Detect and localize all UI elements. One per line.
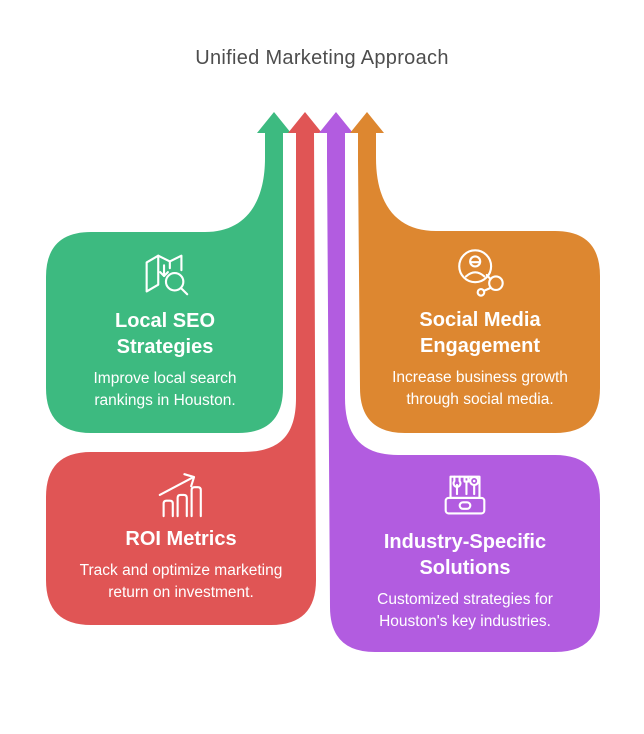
card-description-roi-metrics: Track and optimize marketing return on i… xyxy=(79,562,283,601)
social-network-person-icon xyxy=(449,246,511,302)
map-search-icon xyxy=(134,247,196,303)
card-title-local-seo: Local SEO Strategies xyxy=(114,310,216,358)
industry-flow-shape xyxy=(319,112,600,652)
card-description-local-seo: Improve local search rankings in Houston… xyxy=(93,370,237,409)
card-social-media: Social Media Engagement Increase busines… xyxy=(360,231,600,433)
card-title-industry-solutions: Industry-Specific Solutions xyxy=(383,531,547,579)
card-local-seo: Local SEO Strategies Improve local searc… xyxy=(46,232,284,433)
card-roi-metrics: ROI Metrics Track and optimize marketing… xyxy=(46,452,316,625)
card-title-social-media: Social Media Engagement xyxy=(419,309,541,357)
card-industry-solutions: Industry-Specific Solutions Customized s… xyxy=(330,455,600,652)
card-title-roi-metrics: ROI Metrics xyxy=(125,528,237,550)
bar-chart-growth-icon xyxy=(150,465,212,521)
page-title: Unified Marketing Approach xyxy=(195,47,449,69)
toolbox-icon xyxy=(434,468,496,524)
card-description-social-media: Increase business growth through social … xyxy=(392,369,568,408)
roi-flow-shape xyxy=(46,112,322,625)
card-description-industry-solutions: Customized strategies for Houston's key … xyxy=(377,591,553,630)
